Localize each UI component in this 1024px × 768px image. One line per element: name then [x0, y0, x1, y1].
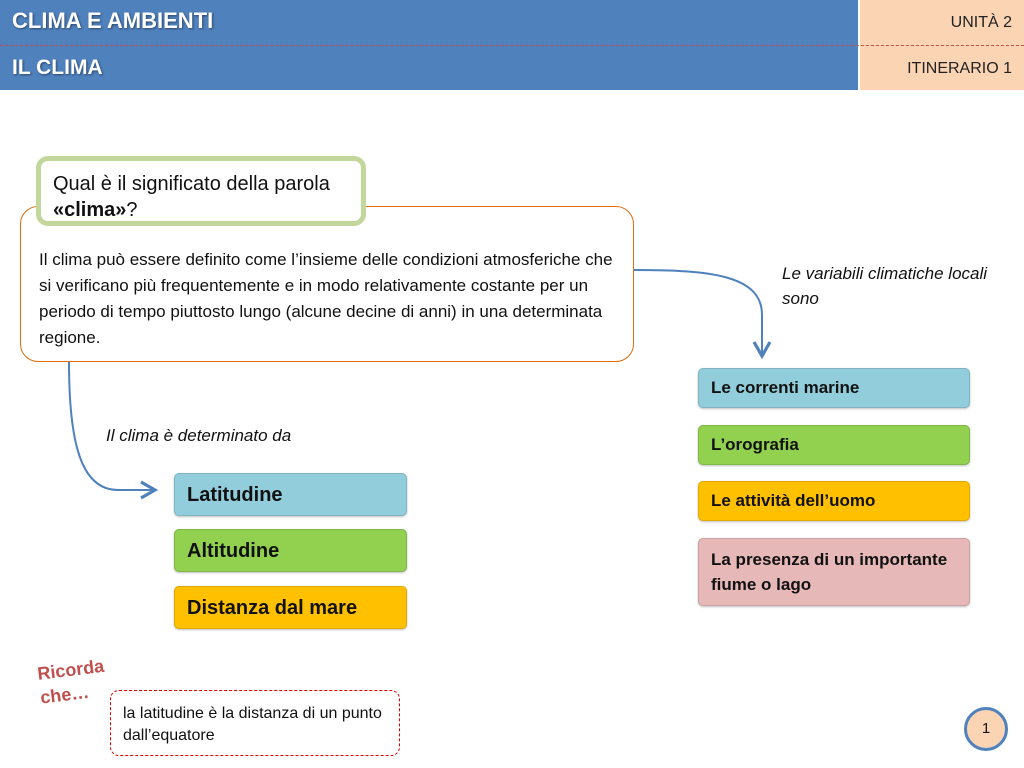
variable-ocean-currents: Le correnti marine — [698, 368, 970, 408]
question-box: Qual è il significato della parola «clim… — [36, 156, 366, 226]
page-subtitle: IL CLIMA — [12, 56, 103, 79]
unit-label: UNITÀ 2 — [950, 14, 1012, 31]
question-text: Qual è il significato della parola — [53, 173, 330, 195]
variable-river-or-lake: La presenza di un importante fiume o lag… — [698, 538, 970, 606]
reminder-note: la latitudine è la distanza di un punto … — [110, 690, 400, 756]
question-keyword: «clima» — [53, 199, 127, 221]
page-title: CLIMA E AMBIENTI — [12, 8, 214, 33]
variable-orography: L’orografia — [698, 425, 970, 465]
definition-box: Il clima può essere definito come l’insi… — [20, 206, 634, 362]
determinants-caption: Il clima è determinato da — [106, 426, 292, 445]
question-mark: ? — [126, 199, 138, 221]
header-divider — [0, 45, 1024, 46]
arrow-to-determinants — [68, 361, 159, 500]
local-variables-caption: Le variabili climatiche locali sono — [782, 264, 988, 308]
page-number-badge: 1 — [964, 707, 1008, 751]
arrow-to-local-variables — [633, 269, 772, 360]
factor-altitude: Altitudine — [174, 529, 407, 572]
factor-latitude: Latitudine — [174, 473, 407, 516]
itinerary-label: ITINERARIO 1 — [907, 60, 1012, 77]
variable-human-activities: Le attività dell’uomo — [698, 481, 970, 521]
factor-distance-from-sea: Distanza dal mare — [174, 586, 407, 629]
